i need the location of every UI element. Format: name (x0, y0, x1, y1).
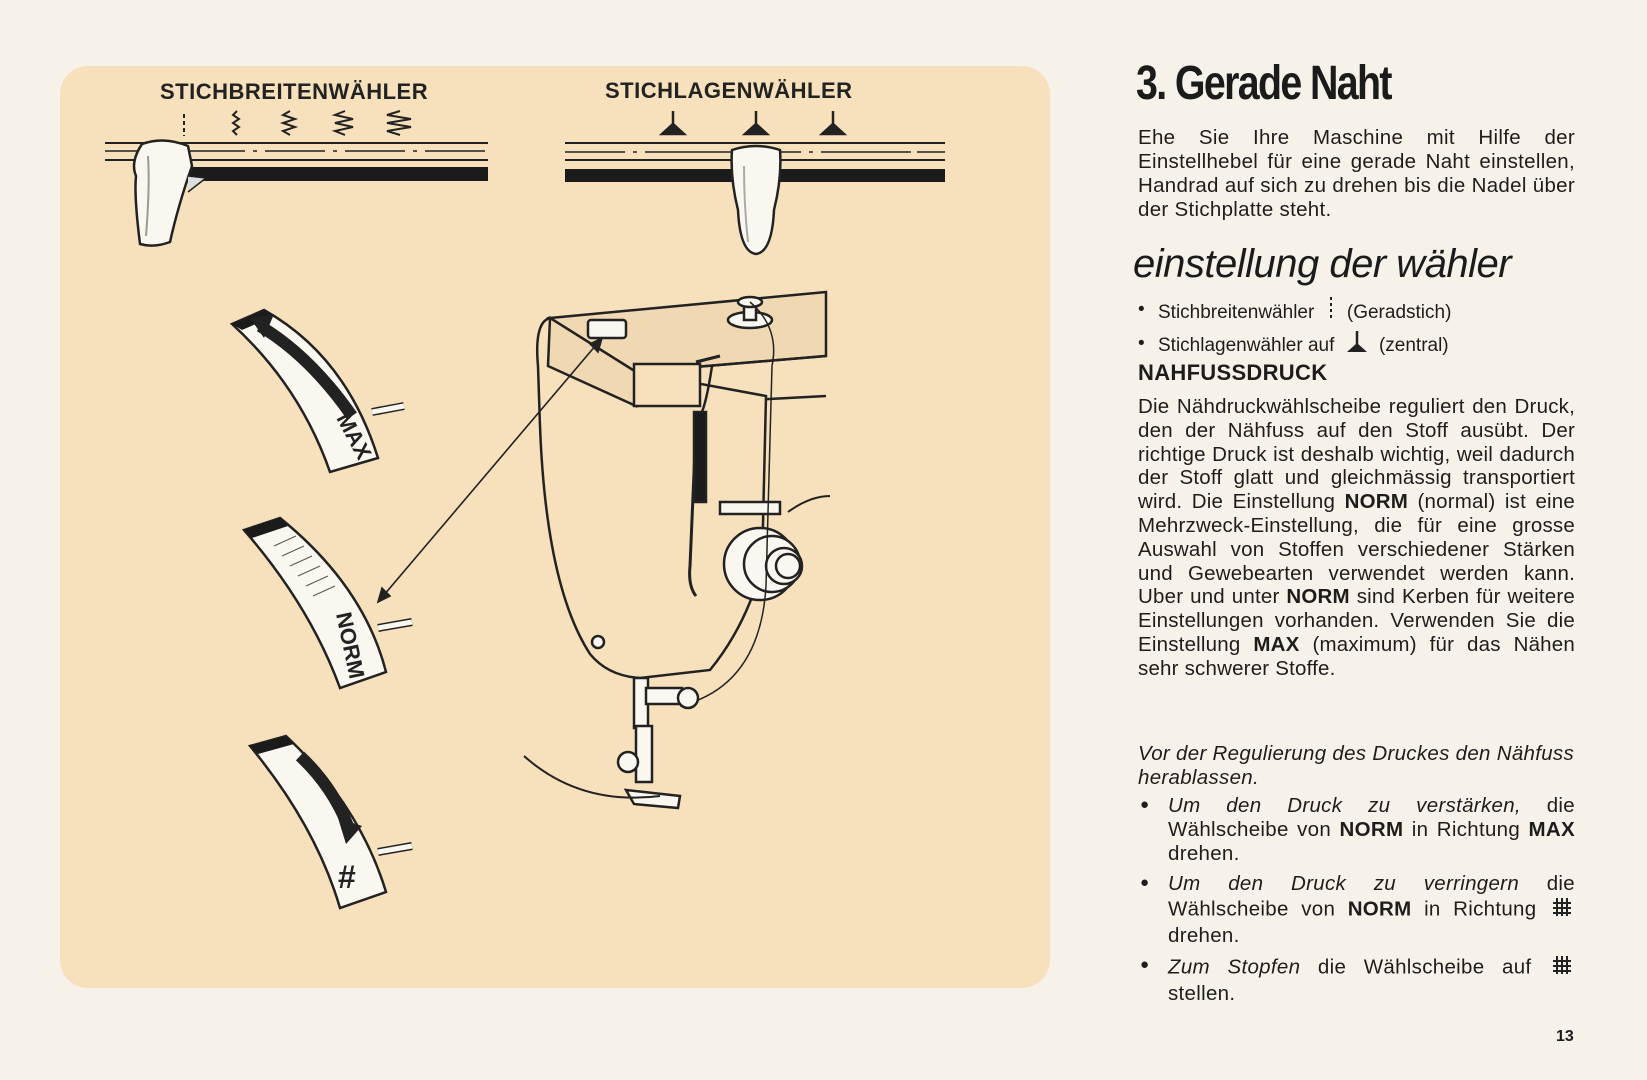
grid-symbol-icon (1551, 896, 1573, 924)
stitch-width-setting-label: Stichbreitenwähler (1158, 302, 1315, 324)
pressure-heading: NAHFUSSDRUCK (1138, 360, 1328, 385)
instruction-text: stellen. (1168, 982, 1236, 1005)
section-title: 3. Gerade Naht (1136, 57, 1392, 110)
pointer-arrow-icon (376, 336, 604, 604)
settings-subheading: einstellung der wähler (1133, 242, 1512, 286)
stitch-position-setting-value: (zentral) (1378, 335, 1449, 357)
norm-term: NORM (1344, 490, 1408, 514)
stitch-width-selector-icon: STICHBREITENWÄHLER (105, 79, 488, 247)
instruction-list: Um den Druck zu verstärken, die Wählsche… (1138, 793, 1575, 1012)
pressure-dial-darn-icon: # (247, 734, 413, 910)
pressure-note: Vor der Regulierung des Druckes den Nähf… (1138, 742, 1575, 789)
max-term: MAX (1528, 818, 1575, 841)
instruction-text: in Richtung (1411, 818, 1521, 841)
page-number: 13 (1556, 1028, 1574, 1045)
instruction-lead: Um den Druck zu verstärken, (1168, 794, 1521, 817)
stitch-position-setting-label: Stichlagenwähler auf (1158, 335, 1335, 357)
instruction-text: drehen. (1168, 924, 1240, 947)
straight-stitch-icon (1326, 296, 1336, 330)
list-item: Stichlagenwähler auf (zentral) (1138, 330, 1575, 362)
pressure-text-3: sind Kerben für weitere Einstellungen vo… (1138, 585, 1575, 656)
stitch-width-setting-value: (Geradstich) (1346, 302, 1452, 324)
pressure-text-2: (normal) ist eine Mehrzweck-Einstellung,… (1138, 490, 1575, 609)
instruction-text: die Wählscheibe von (1168, 794, 1575, 841)
sewing-machine-illustration: STICHBREITENWÄHLER STICHLAGENWÄHLER (105, 78, 945, 910)
instruction-lead: Zum Stopfen (1168, 955, 1301, 979)
pressure-paragraph: Die Nähdruckwählscheibe reguliert den Dr… (1138, 395, 1575, 681)
max-term: MAX (1253, 632, 1300, 656)
needle-position-selector-icon: STICHLAGENWÄHLER (565, 78, 945, 256)
list-item: Stichbreitenwähler (Geradstich) (1138, 296, 1575, 330)
instruction-text: die Wählscheibe von (1168, 872, 1575, 921)
norm-term: NORM (1286, 585, 1350, 609)
stitch-width-label: STICHBREITENWÄHLER (160, 79, 428, 104)
instruction-lead: Um den Druck zu verringern (1168, 872, 1520, 895)
pressure-text-1: Die Nähdruckwählscheibe reguliert den Dr… (1138, 395, 1575, 514)
pressure-text-4: (maximum) für das Nähen sehr schwerer St… (1138, 632, 1575, 680)
list-item: Um den Druck zu verringern die Wählschei… (1138, 871, 1575, 948)
instruction-text: drehen. (1168, 842, 1240, 865)
dial-darn-mark: # (338, 859, 356, 895)
illustration-panel: STICHBREITENWÄHLER STICHLAGENWÄHLER (60, 66, 1050, 988)
norm-term: NORM (1347, 897, 1412, 921)
settings-list: Stichbreitenwähler (Geradstich) Stichlag… (1138, 296, 1575, 362)
instruction-text: in Richtung (1424, 897, 1537, 921)
darn-symbol-icon (1551, 954, 1573, 982)
center-needle-icon (1346, 330, 1368, 362)
list-item: Zum Stopfen die Wählscheibe auf stellen. (1138, 953, 1575, 1006)
pressure-dial-max-icon: MAX (229, 308, 405, 474)
instruction-text: die Wählscheibe auf (1317, 955, 1532, 979)
stitch-position-label: STICHLAGENWÄHLER (605, 78, 853, 103)
sewing-machine-head-icon (523, 290, 831, 810)
intro-paragraph: Ehe Sie Ihre Maschine mit Hilfe der Eins… (1138, 126, 1575, 221)
list-item: Um den Druck zu verstärken, die Wählsche… (1138, 793, 1575, 866)
norm-term: NORM (1339, 818, 1404, 841)
pressure-dial-norm-icon: NORM (241, 516, 413, 690)
